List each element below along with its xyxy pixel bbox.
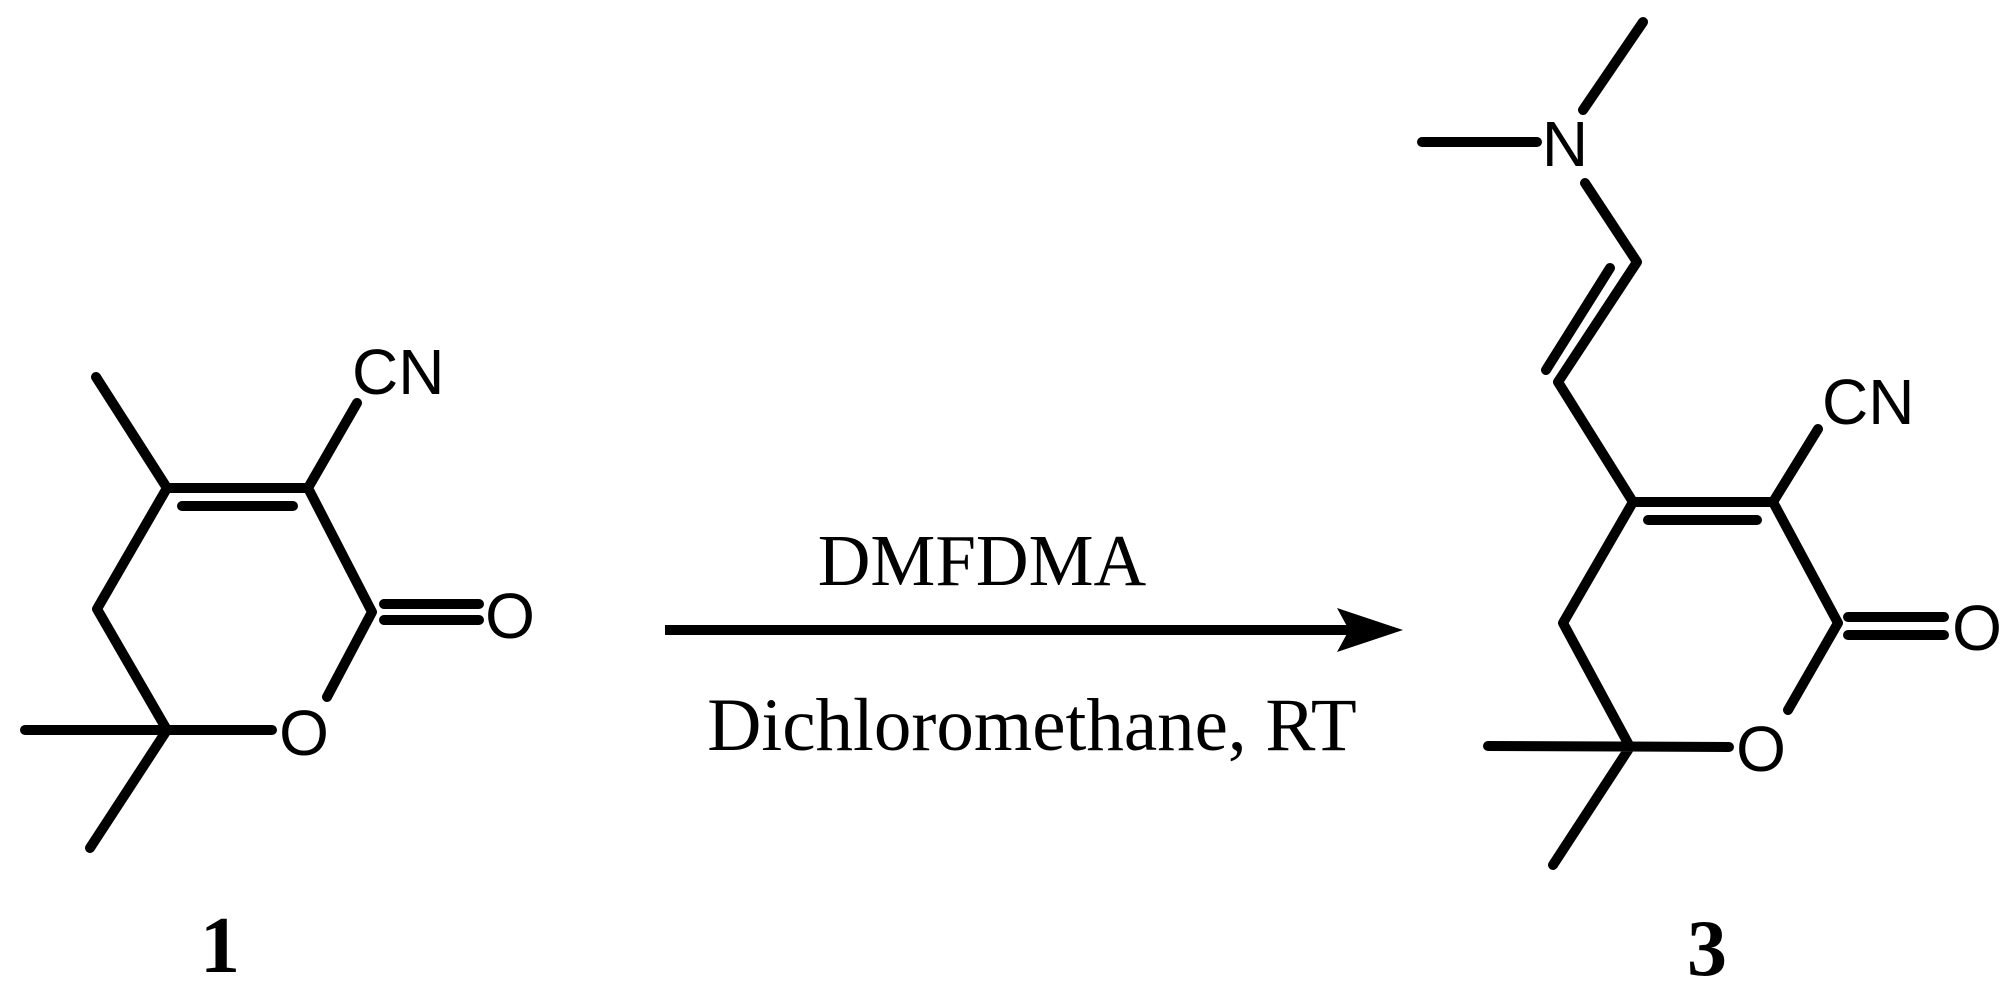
reactant-bonds	[20, 372, 484, 853]
arrow-conditions-text: Dichloromethane, RT	[707, 684, 1356, 767]
product-ring-oxygen-label: O	[1736, 713, 1786, 785]
product-nitrile-label: CN	[1822, 366, 1914, 438]
product-amine-nitrogen-label: N	[1542, 108, 1588, 180]
arrow-reagent-text: DMFDMA	[818, 520, 1147, 601]
product-bonds	[1417, 17, 1949, 870]
reactant-carbonyl-oxygen-label: O	[485, 580, 535, 652]
reactant-molecule: CN O O 1	[20, 336, 535, 990]
reactant-ring-oxygen-label: O	[279, 697, 329, 769]
product-id-label: 3	[1687, 905, 1727, 993]
product-molecule: N CN O O 3	[1417, 17, 2002, 993]
arrow-head	[1337, 608, 1403, 652]
reactant-nitrile-label: CN	[352, 336, 444, 408]
reaction-arrow: DMFDMA Dichloromethane, RT	[665, 520, 1403, 767]
reactant-id-label: 1	[200, 902, 240, 990]
product-carbonyl-oxygen-label: O	[1952, 592, 2002, 664]
